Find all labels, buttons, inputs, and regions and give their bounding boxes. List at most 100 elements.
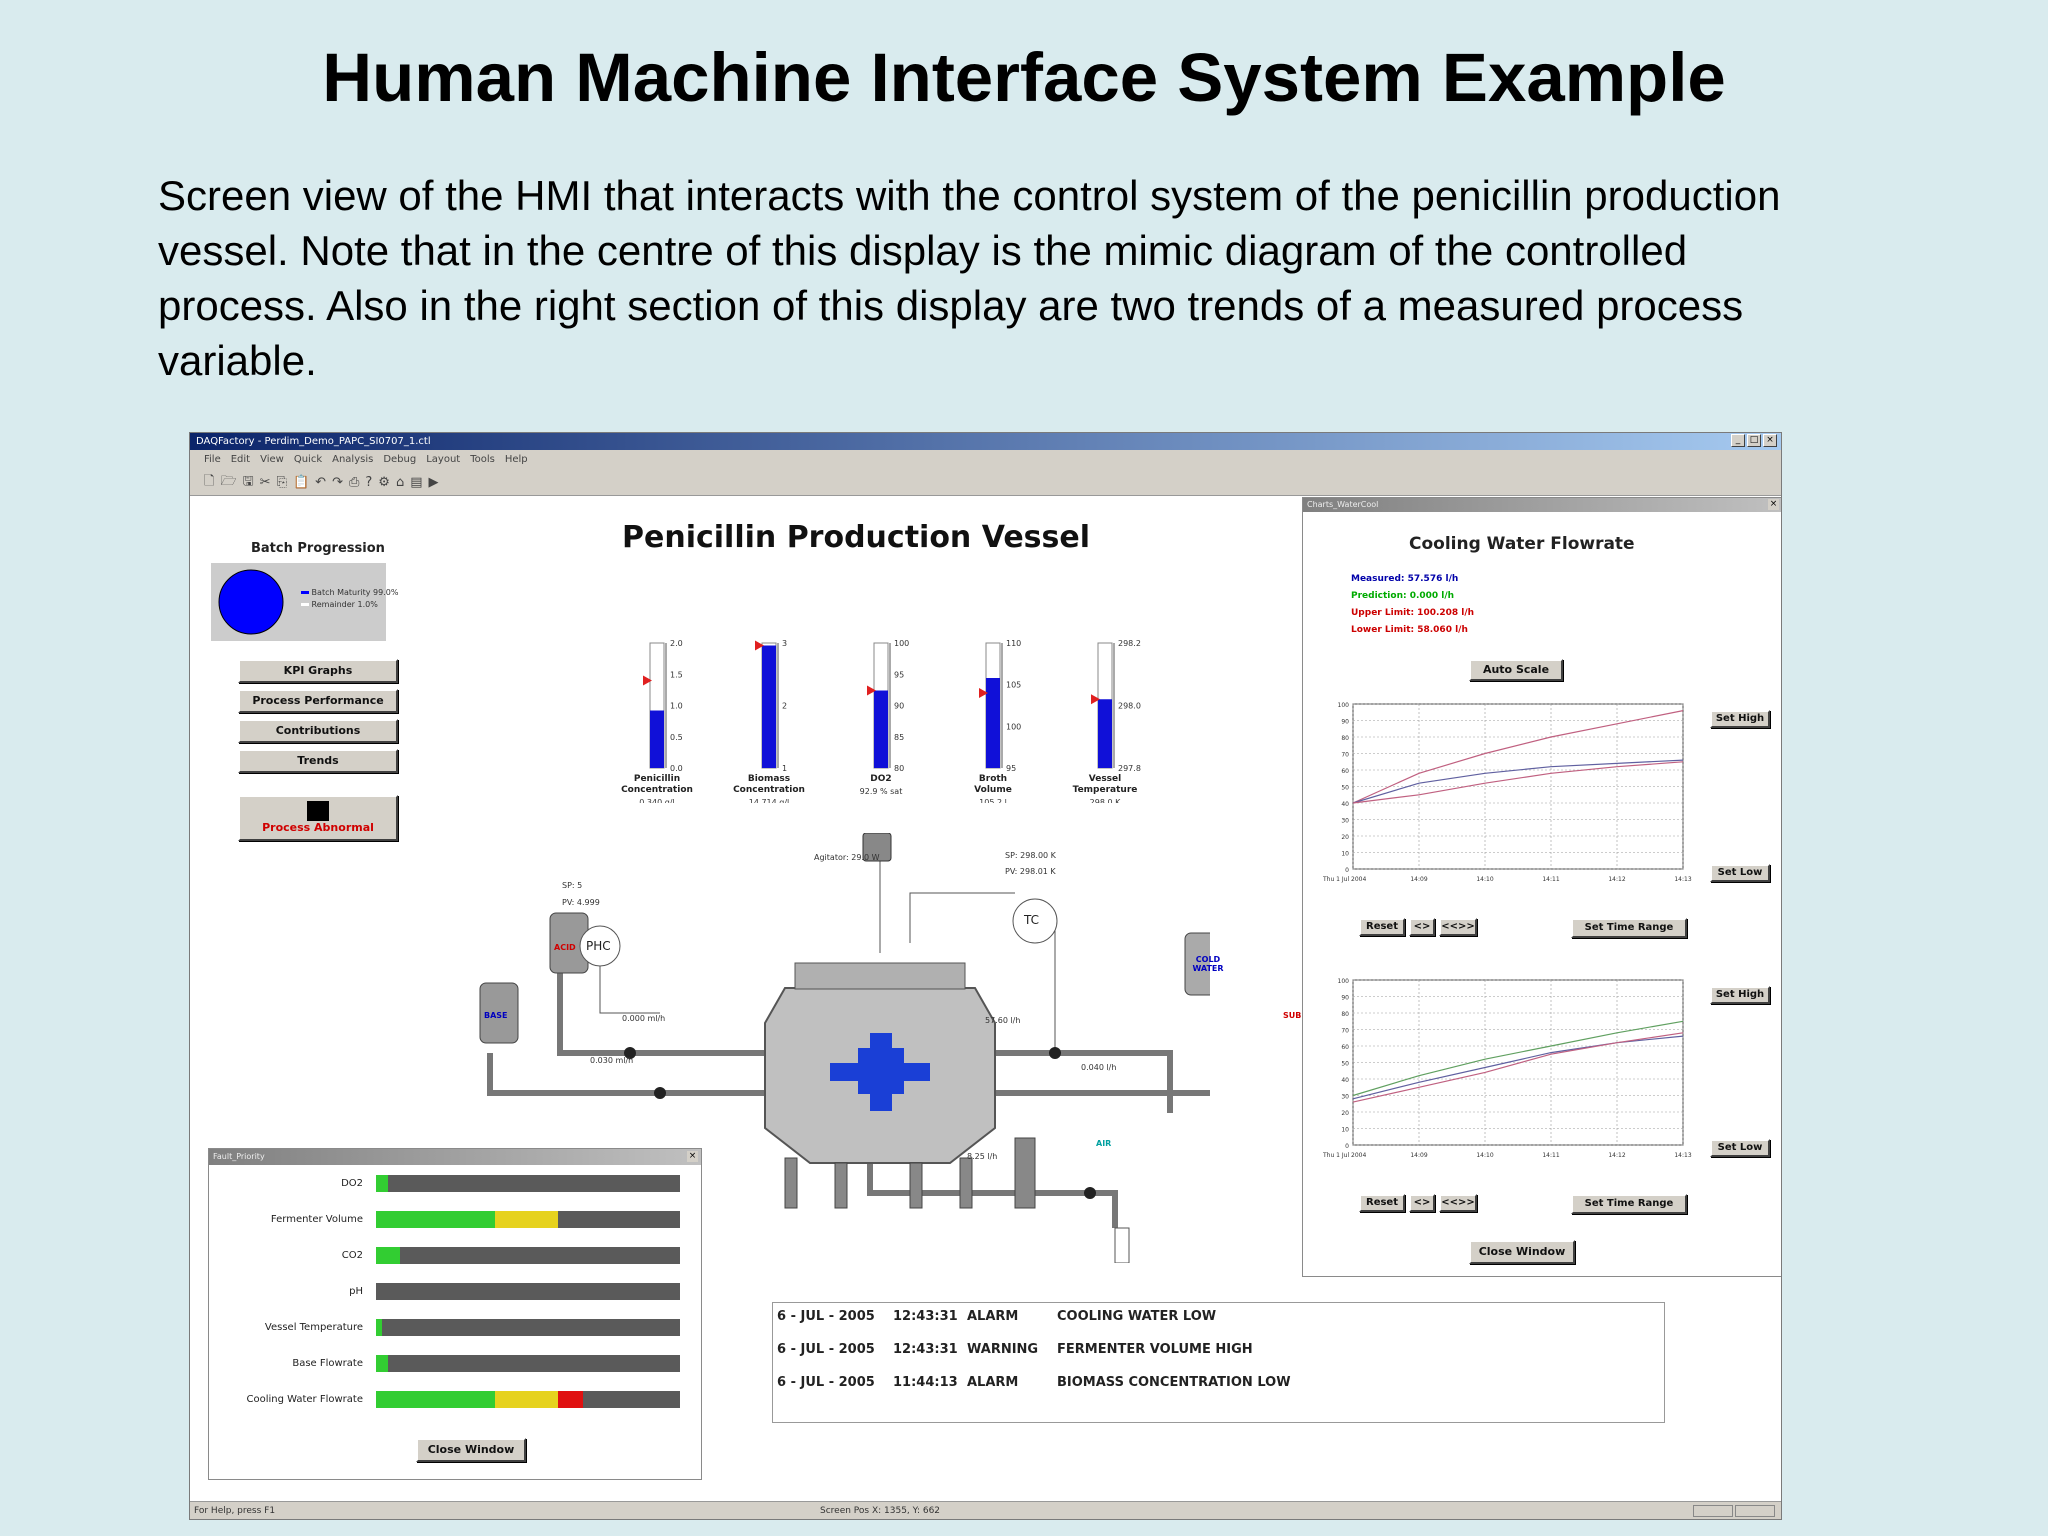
settings-icon[interactable]: ⚙ (378, 475, 390, 490)
do2-gauge-tick: 85 (894, 733, 904, 742)
undo-icon[interactable]: ↶ (315, 475, 327, 490)
set-low-button-1[interactable]: Set Low (1710, 864, 1770, 882)
do2-gauge-label: DO2 (870, 774, 891, 784)
vessel-temperature-gauge-label: Temperature (1073, 785, 1138, 795)
penicillin-concentration-gauge-label: Penicillin (634, 774, 680, 784)
set-low-button-2[interactable]: Set Low (1710, 1139, 1770, 1157)
legend-remainder-value: 1.0% (357, 600, 378, 609)
legend-upper-limit: Upper Limit: 100.208 l/h (1351, 608, 1475, 618)
home-icon[interactable]: ⌂ (395, 475, 405, 490)
do2-fault-label: DO2 (341, 1178, 363, 1189)
set-time-range-button-2[interactable]: Set Time Range (1571, 1194, 1687, 1214)
new-file-icon[interactable]: 🗋 (204, 473, 215, 489)
menu-view[interactable]: View (260, 454, 284, 465)
gauge-group: 2.01.51.00.50.0PenicillinConcentration0.… (621, 639, 1141, 803)
cold-water-tank (1184, 932, 1210, 996)
open-file-icon[interactable]: 🗁 (220, 473, 237, 489)
phc-process-value: PV: 4.999 (562, 898, 600, 907)
help-icon[interactable]: ? (365, 475, 373, 490)
do2-setpoint-marker (867, 685, 876, 696)
menu-layout[interactable]: Layout (426, 454, 461, 465)
penicillin-concentration-gauge-reading: 0.340 g/l (639, 798, 674, 803)
fault-close-window-button[interactable]: Close Window (416, 1438, 526, 1462)
status-indicator-1 (1693, 1505, 1733, 1517)
menu-edit[interactable]: Edit (230, 454, 251, 465)
menu-debug[interactable]: Debug (383, 454, 417, 465)
menu-analysis[interactable]: Analysis (332, 454, 374, 465)
menu-tools[interactable]: Tools (470, 454, 495, 465)
status-bar: For Help, press F1 Screen Pos X: 1355, Y… (190, 1501, 1781, 1519)
run-icon[interactable]: ▶ (428, 475, 439, 490)
vessel-temperature-setpoint-marker (1091, 694, 1100, 705)
penicillin-concentration-gauge-tick: 1.0 (670, 702, 683, 711)
process-performance-button[interactable]: Process Performance (238, 689, 398, 713)
redo-icon[interactable]: ↷ (332, 475, 343, 490)
chart2-series-1 (1352, 1020, 1684, 1097)
tc-setpoint: SP: 298.00 K (1005, 851, 1056, 860)
base-tank-label: BASE (484, 1011, 508, 1020)
ph-fault-bar (376, 1283, 680, 1300)
menu-help[interactable]: Help (504, 454, 528, 465)
base-pipe (487, 1053, 775, 1096)
batch-progression-panel: Batch Maturity 99.0% Remainder 1.0% (211, 563, 398, 641)
next-range-button-1[interactable]: <<>> (1439, 918, 1477, 936)
print-icon[interactable]: ⎙ (348, 475, 360, 490)
copy-icon[interactable]: ⎘ (276, 475, 287, 490)
document-icon[interactable]: ▤ (410, 475, 423, 490)
tc-symbol (1012, 898, 1058, 944)
set-time-range-button-1[interactable]: Set Time Range (1571, 918, 1687, 938)
maximize-icon[interactable]: □ (1747, 434, 1761, 447)
paste-icon[interactable]: 📋 (292, 475, 310, 490)
tc-controller (1012, 898, 1058, 944)
legend-batch-maturity-swatch (301, 591, 309, 594)
batch-pie-chart (218, 569, 284, 635)
save-icon[interactable]: 🖫 (242, 473, 254, 489)
cut-icon[interactable]: ✂ (259, 475, 271, 490)
kpi-graphs-button[interactable]: KPI Graphs (238, 659, 398, 683)
chart1-series-1 (1352, 710, 1684, 804)
auto-scale-button[interactable]: Auto Scale (1469, 659, 1563, 681)
legend-remainder: Remainder 1.0% (301, 600, 378, 609)
penicillin-concentration-gauge-tick: 1.5 (670, 670, 683, 679)
reset-button-2[interactable]: Reset (1359, 1194, 1405, 1212)
vessel-temperature-fault-bar (376, 1319, 680, 1336)
previous-range-button-2[interactable]: <> (1409, 1194, 1435, 1212)
close-icon[interactable]: × (1763, 434, 1777, 447)
fault-panel-close-icon[interactable]: × (687, 1151, 698, 1162)
next-range-button-2[interactable]: <<>> (1439, 1194, 1477, 1212)
alarm-message: BIOMASS CONCENTRATION LOW (1057, 1375, 1291, 1390)
fermenter-legs (784, 1137, 1036, 1209)
biomass-concentration-gauge-fill (762, 645, 776, 768)
chart2-y-tick-label: 50 (1341, 1061, 1349, 1068)
charts-close-window-button[interactable]: Close Window (1469, 1240, 1575, 1264)
set-high-button-1[interactable]: Set High (1710, 710, 1770, 728)
charts-panel-close-icon[interactable]: × (1768, 499, 1779, 510)
trends-button[interactable]: Trends (238, 749, 398, 773)
process-abnormal-indicator[interactable]: Process Abnormal (238, 795, 398, 841)
minimize-icon[interactable]: _ (1731, 434, 1745, 447)
set-high-button-2[interactable]: Set High (1710, 986, 1770, 1004)
vessel-temperature-fault-green-segment (376, 1319, 383, 1336)
chart2-y-tick-label: 60 (1341, 1044, 1349, 1051)
co2-fault-label: CO2 (341, 1250, 363, 1261)
chart2-x-tick-label: 14:10 (1476, 1152, 1493, 1159)
contributions-button[interactable]: Contributions (238, 719, 398, 743)
cold-water-tank-label: COLD WATER (1192, 955, 1224, 973)
menu-file[interactable]: File (204, 454, 221, 465)
base-tank (479, 982, 519, 1044)
reset-button-1[interactable]: Reset (1359, 918, 1405, 936)
previous-range-button-1[interactable]: <> (1409, 918, 1435, 936)
menu-quick[interactable]: Quick (293, 454, 323, 465)
agitator-motor (862, 833, 892, 862)
chart2-y-tick-label: 10 (1341, 1127, 1349, 1134)
toolbar: 🗋 🗁 🖫 ✂ ⎘ 📋 ↶ ↷ ⎙ ? ⚙ ⌂ ▤ ▶ (190, 470, 1781, 496)
chart1-x-tick-label: 14:09 (1410, 876, 1427, 883)
fermenter-volume-fault-green-segment (376, 1211, 495, 1228)
do2-gauge-fill (874, 690, 888, 768)
